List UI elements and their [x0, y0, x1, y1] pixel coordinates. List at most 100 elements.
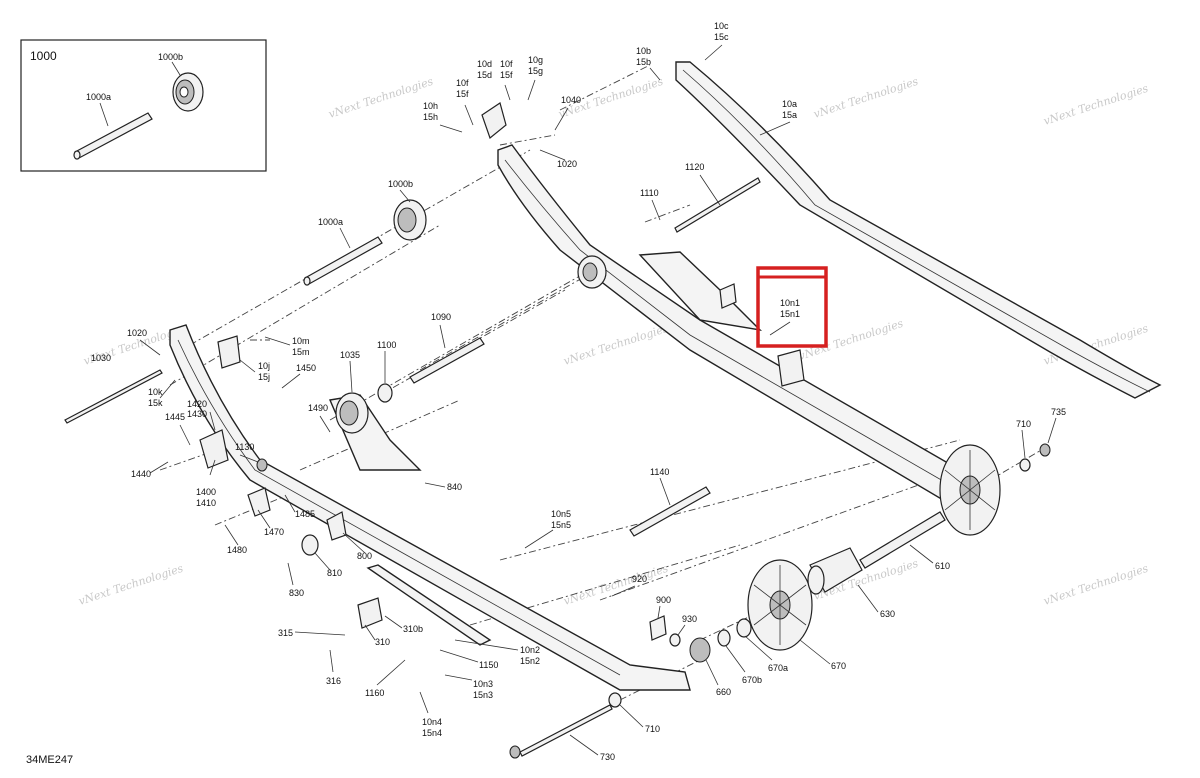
part-label: 660 [716, 687, 731, 697]
nut-icon [1039, 443, 1051, 457]
wheels [335, 199, 1001, 663]
washer-icon [1019, 458, 1031, 472]
watermark: vNext Technologies [562, 322, 670, 368]
inset-title: 1000 [30, 49, 57, 63]
spacer-drum-icon [807, 547, 863, 595]
part-label: 670b [742, 675, 762, 685]
bolt-head-icon [509, 745, 521, 759]
part-label: 1020 [557, 159, 577, 169]
part-label: 670 [831, 661, 846, 671]
part-label: 316 [326, 676, 341, 686]
part-label: 310 [375, 637, 390, 647]
part-label: 1040 [561, 95, 581, 105]
part-label: 310b [403, 624, 423, 634]
slider-block-icon [326, 511, 347, 541]
block-icon [217, 335, 241, 369]
inset-axle-icon [73, 112, 153, 160]
part-label: 1470 [264, 527, 284, 537]
part-label: 900 [656, 595, 671, 605]
track-profile [675, 61, 1162, 399]
part-label: 840 [447, 482, 462, 492]
rear-wheel-icon [747, 559, 813, 651]
part-label: 670a [768, 663, 788, 673]
part-label: 1450 [296, 363, 316, 373]
spring-icon [199, 429, 229, 469]
part-label: 730 [600, 752, 615, 762]
part-label: 1140 [650, 467, 669, 477]
watermark: vNext Technologies [1042, 562, 1150, 608]
inset-label-wheel: 1000b [158, 52, 183, 62]
rail-block-icon [719, 283, 737, 309]
part-label: 1090 [431, 312, 451, 322]
part-label: 1445 [165, 412, 185, 422]
bushing-icon [301, 534, 319, 556]
inset-label-axle: 1000a [86, 92, 111, 102]
part-label: 1490 [308, 403, 328, 413]
bushing-icon [377, 383, 393, 403]
part-label: 800 [357, 551, 372, 561]
nut-icon [669, 633, 681, 647]
small-parts [199, 102, 1051, 759]
part-label: 1480 [227, 545, 247, 555]
part-label: 315 [278, 628, 293, 638]
part-label: 1120 [685, 162, 704, 172]
watermark: vNext Technologies [812, 75, 920, 121]
part-label: 710 [1016, 419, 1031, 429]
stopper-icon [357, 597, 383, 629]
clip-icon [247, 487, 271, 517]
rail-block-icon [777, 349, 805, 387]
part-label: 710 [645, 724, 660, 734]
diagram-code: 34ME247 [26, 754, 73, 766]
part-label: 735 [1051, 407, 1066, 417]
nut-icon [256, 458, 268, 472]
part-label: 830 [289, 588, 304, 598]
part-label: 1430 [187, 409, 207, 419]
idler-wheel-icon [577, 255, 607, 289]
part-label: 1420 [187, 399, 207, 409]
washer-icon [608, 692, 622, 708]
part-label: 1160 [365, 688, 384, 698]
watermark: vNext Technologies [1042, 82, 1150, 128]
shafts [64, 177, 946, 757]
part-label: 920 [632, 574, 647, 584]
watermark: vNext Technologies [77, 562, 185, 608]
highlight-box [756, 266, 828, 348]
idler-wheel-icon [335, 392, 369, 434]
slide-strip [366, 564, 492, 646]
bracket-icon [481, 102, 507, 140]
rear-wheel-icon [939, 444, 1001, 536]
leader-lines [139, 44, 1057, 756]
part-label: 1130 [235, 442, 254, 452]
part-label: 1000a [318, 217, 343, 227]
part-label: 1110 [640, 188, 659, 198]
watermark: vNext Technologies [327, 75, 435, 121]
part-label: 1150 [479, 660, 498, 670]
part-label: 930 [682, 614, 697, 624]
part-label: 1030 [91, 353, 111, 363]
part-label: 1100 [377, 340, 396, 350]
hub-icon [689, 618, 752, 663]
part-label: 610 [935, 561, 950, 571]
part-label: 1000b [388, 179, 413, 189]
part-label: 630 [880, 609, 895, 619]
left-rail [169, 324, 691, 691]
part-label: 1440 [131, 469, 151, 479]
watermark: vNext Technologies [797, 317, 905, 363]
inset-detail: 1000 1000b 1000a [20, 39, 267, 172]
inset-frame [20, 39, 267, 172]
idler-wheel-icon [393, 199, 427, 241]
watermark: vNext Technologies [562, 562, 670, 608]
